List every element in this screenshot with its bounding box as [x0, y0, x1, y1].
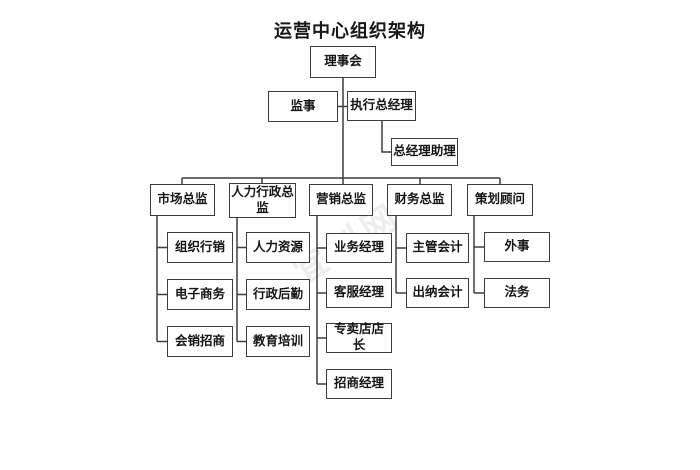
org-node-legal-affairs: 法务: [484, 278, 550, 308]
org-node-director-hr-admin: 人力行政总监: [229, 183, 296, 218]
org-node-human-resources: 人力资源: [246, 232, 310, 263]
org-node-business-manager: 业务经理: [326, 233, 392, 263]
org-node-education-training: 教育培训: [246, 326, 310, 357]
org-node-director-sales: 营销总监: [309, 184, 373, 216]
org-node-gm-assistant: 总经理助理: [391, 138, 458, 166]
org-node-cashier-accountant: 出纳会计: [406, 278, 469, 308]
org-node-foreign-affairs: 外事: [484, 232, 550, 262]
org-node-supervisor: 监事: [268, 91, 338, 122]
org-node-planning-consultant: 策划顾问: [467, 184, 533, 216]
org-node-director-market: 市场总监: [150, 184, 215, 216]
org-node-director-finance: 财务总监: [387, 184, 452, 216]
org-node-store-manager: 专卖店店长: [326, 322, 392, 353]
org-node-executive-gm: 执行总经理: [347, 91, 416, 121]
org-node-customer-service-manager: 客服经理: [326, 278, 392, 308]
org-node-chief-accountant: 主管会计: [406, 233, 469, 263]
org-node-board: 理事会: [310, 46, 376, 78]
org-node-admin-logistics: 行政后勤: [246, 279, 310, 310]
org-node-ecommerce: 电子商务: [167, 279, 233, 310]
org-node-conference-investment: 会销招商: [167, 326, 233, 357]
org-node-org-marketing: 组织行销: [167, 232, 233, 263]
org-node-investment-manager: 招商经理: [326, 369, 392, 399]
chart-title: 运营中心组织架构: [274, 21, 426, 41]
